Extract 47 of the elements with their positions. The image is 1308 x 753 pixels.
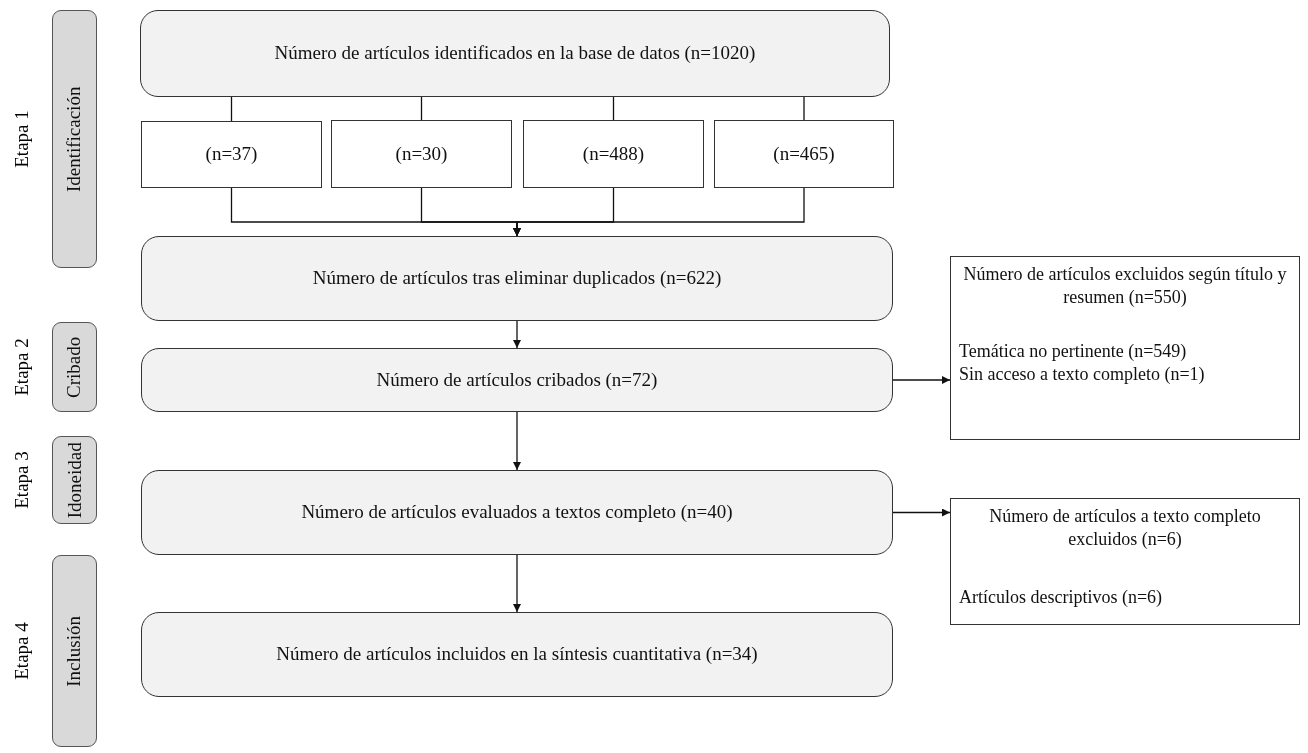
box-text: Número de artículos incluidos en la síntesis cuantitativa (n=34): [276, 642, 758, 667]
source-box: [523, 120, 704, 188]
box-text: Temática no pertinente (n=549): [959, 339, 1187, 363]
stage-name: Inclusión: [62, 615, 86, 687]
stage-name: Identificación: [62, 86, 86, 192]
exclusion-box: [950, 498, 1300, 625]
box-text: Sin acceso a texto completo (n=1): [959, 363, 1205, 387]
connector-line: [803, 96, 805, 121]
exclusion-box: [950, 256, 1300, 440]
arrow: [892, 376, 951, 384]
connector-line: [420, 96, 423, 121]
stage-name: Idoneidad: [62, 442, 86, 518]
process-box: [141, 612, 893, 697]
process-box: [141, 470, 893, 555]
box-text: Número de artículos identificados en la base de datos (n=1020): [274, 41, 756, 66]
box-text: Número de artículos excluidos según título y resumen (n=550): [962, 263, 1288, 310]
box-text: Número de artículos a texto completo excluidos (n=6): [988, 505, 1262, 552]
stage-tab: [52, 555, 97, 747]
box-text: Número de artículos cribados (n=72): [376, 367, 658, 392]
process-box: [141, 236, 893, 321]
stage-label: Etapa 1: [10, 110, 33, 168]
stage-label: Etapa 2: [10, 338, 33, 396]
process-box: [140, 10, 890, 97]
box-text: (n=37): [205, 142, 258, 167]
source-box: [714, 120, 894, 188]
arrow: [513, 320, 521, 349]
connector-line: [612, 96, 615, 121]
stage-label: Etapa 4: [10, 622, 33, 680]
stage-tab: [52, 10, 97, 268]
box-text: (n=488): [582, 141, 645, 166]
arrow: [513, 187, 805, 237]
box-text: (n=465): [773, 141, 835, 166]
process-box: [141, 348, 893, 412]
box-text: (n=30): [395, 141, 448, 166]
stage-tab: [52, 322, 97, 412]
source-box: [331, 120, 512, 188]
stage-name: Cribado: [62, 336, 86, 398]
arrow: [892, 508, 951, 517]
box-text: Número de artículos tras eliminar duplicados (n=622): [312, 266, 722, 291]
connector-line: [230, 96, 233, 122]
source-box: [141, 121, 322, 188]
arrow: [513, 411, 521, 471]
box-text: Artículos descriptivos (n=6): [959, 585, 1163, 609]
stage-tab: [52, 436, 97, 524]
stage-label: Etapa 3: [10, 451, 33, 509]
box-text: Número de artículos evaluados a textos completo (n=40): [301, 500, 733, 525]
arrow: [513, 554, 521, 613]
